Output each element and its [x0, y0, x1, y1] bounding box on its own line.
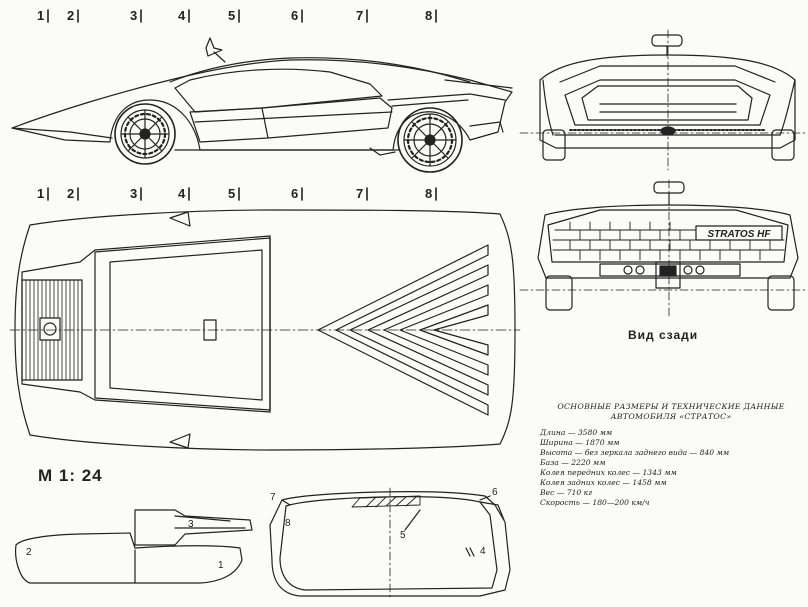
section-number-3-mid: 3: [130, 186, 138, 201]
section-number-8-top: 8: [425, 8, 433, 23]
section-number-7-mid: 7: [356, 186, 364, 201]
section-ticks-top: [47, 9, 437, 23]
spec-wheelbase: База — 2220 мм: [540, 458, 606, 467]
part-number-4: 4: [480, 546, 486, 557]
section-number-5-top: 5: [228, 8, 236, 23]
section-number-3-top: 3: [130, 8, 138, 23]
section-number-6-top: 6: [291, 8, 299, 23]
part-side-insert: [134, 509, 253, 546]
side-mirror: [205, 37, 223, 57]
section-number-4-mid: 4: [178, 186, 186, 201]
rear-view-label: Вид сзади: [628, 328, 699, 342]
section-number-5-mid: 5: [228, 186, 236, 201]
spec-width: Ширина — 1870 мм: [540, 438, 620, 447]
rear-view-top: [519, 29, 808, 171]
rear-badge-box: [695, 225, 783, 241]
spec-weight: Вес — 710 кг: [540, 488, 593, 497]
section-number-6-mid: 6: [291, 186, 299, 201]
part-number-3: 3: [188, 519, 194, 530]
side-view: [11, 37, 513, 173]
rear-wheel: [397, 107, 463, 173]
rear-badge-text: STRATOS HF: [708, 229, 772, 240]
section-number-8-mid: 8: [425, 186, 433, 201]
top-body-outline: [14, 209, 516, 451]
spec-speed: Скорость — 180—200 км/ч: [540, 498, 650, 507]
spec-height: Высота — без зеркала заднего вида — 840 …: [540, 448, 730, 457]
section-number-4-top: 4: [178, 8, 186, 23]
part-number-2: 2: [26, 547, 32, 558]
side-door: [189, 107, 269, 143]
specifications-block: ОСНОВНЫЕ РАЗМЕРЫ И ТЕХНИЧЕСКИЕ ДАННЫЕ АВ…: [540, 402, 802, 508]
part-number-8: 8: [285, 518, 291, 529]
part-number-1: 1: [218, 560, 224, 571]
section-ticks-mid: [47, 187, 437, 201]
specifications-title: ОСНОВНЫЕ РАЗМЕРЫ И ТЕХНИЧЕСКИЕ ДАННЫЕ АВ…: [540, 402, 802, 422]
spec-rear-track: Колея задних колес — 1458 мм: [540, 478, 667, 487]
section-number-7-top: 7: [356, 8, 364, 23]
specifications-title-line1: ОСНОВНЫЕ РАЗМЕРЫ И ТЕХНИЧЕСКИЕ ДАННЫЕ: [557, 402, 785, 411]
side-canopy: [174, 68, 383, 113]
part-roof-panel: [269, 487, 511, 601]
side-body-outline: [11, 59, 513, 151]
section-number-1-top: 1: [37, 8, 45, 23]
rear-view-bottom: [519, 179, 808, 319]
specifications-title-line2: АВТОМОБИЛЯ «СТРАТОС»: [610, 412, 732, 421]
top-view: [9, 209, 521, 451]
section-number-2-top: 2: [67, 8, 75, 23]
section-number-2-mid: 2: [67, 186, 75, 201]
spec-front-track: Колея передних колес — 1343 мм: [540, 468, 677, 477]
part-front-panel: [15, 532, 243, 584]
part-number-7: 7: [270, 492, 276, 503]
part-number-6: 6: [492, 487, 498, 498]
part-number-5: 5: [400, 530, 406, 541]
section-number-1-mid: 1: [37, 186, 45, 201]
scale-label: М 1: 24: [38, 466, 103, 485]
front-wheel: [114, 103, 176, 165]
spec-length: Длина — 3580 мм: [540, 428, 613, 437]
